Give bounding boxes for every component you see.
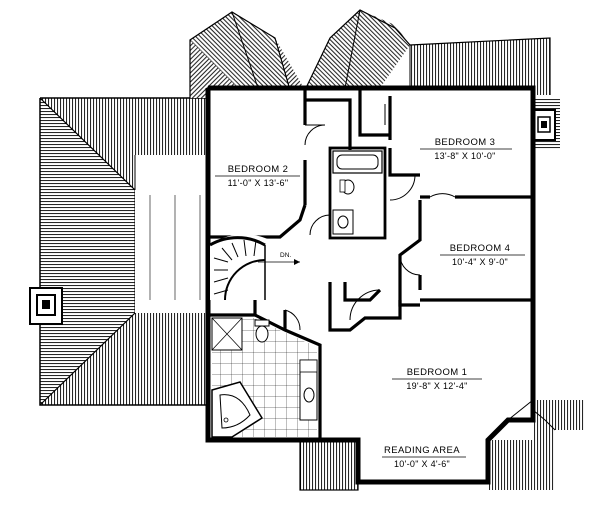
reading-area-size: 10'-0" X 4'-6" <box>394 459 450 469</box>
master-bath <box>211 317 318 438</box>
bedroom-1-size: 19'-8" X 12'-4" <box>406 381 467 391</box>
room-bedroom-2: BEDROOM 2 11'-0" X 13'-6" <box>215 164 300 188</box>
bedroom-2-size: 11'-0" X 13'-6" <box>228 178 289 188</box>
roof-left <box>29 97 209 406</box>
bedroom-3-name: BEDROOM 3 <box>435 137 496 148</box>
roof-bottom <box>299 439 533 491</box>
bedroom-4-name: BEDROOM 4 <box>450 243 511 254</box>
staircase: DN. <box>209 234 300 301</box>
bedroom-1-name: BEDROOM 1 <box>407 367 468 378</box>
room-bedroom-1: BEDROOM 1 19'-8" X 12'-4" <box>392 367 482 391</box>
bedroom-3-size: 13'-8" X 10'-0" <box>434 151 495 161</box>
room-bedroom-3: BEDROOM 3 13'-8" X 10'-0" <box>420 137 512 161</box>
bedroom-4-size: 10'-4" X 9'-0" <box>452 257 508 267</box>
exterior-walls <box>205 85 536 485</box>
room-bedroom-4: BEDROOM 4 10'-4" X 9'-0" <box>440 243 525 267</box>
room-reading-area: READING AREA 10'-0" X 4'-6" <box>382 445 466 469</box>
hall-bath-fixtures <box>332 150 383 235</box>
reading-area-name: READING AREA <box>384 445 460 456</box>
bay-window <box>358 399 534 483</box>
roof-right <box>532 98 585 490</box>
stair-down-label: DN. <box>280 252 291 259</box>
bedroom-2-name: BEDROOM 2 <box>228 164 289 175</box>
roof-top <box>189 9 551 98</box>
doors <box>284 100 456 331</box>
